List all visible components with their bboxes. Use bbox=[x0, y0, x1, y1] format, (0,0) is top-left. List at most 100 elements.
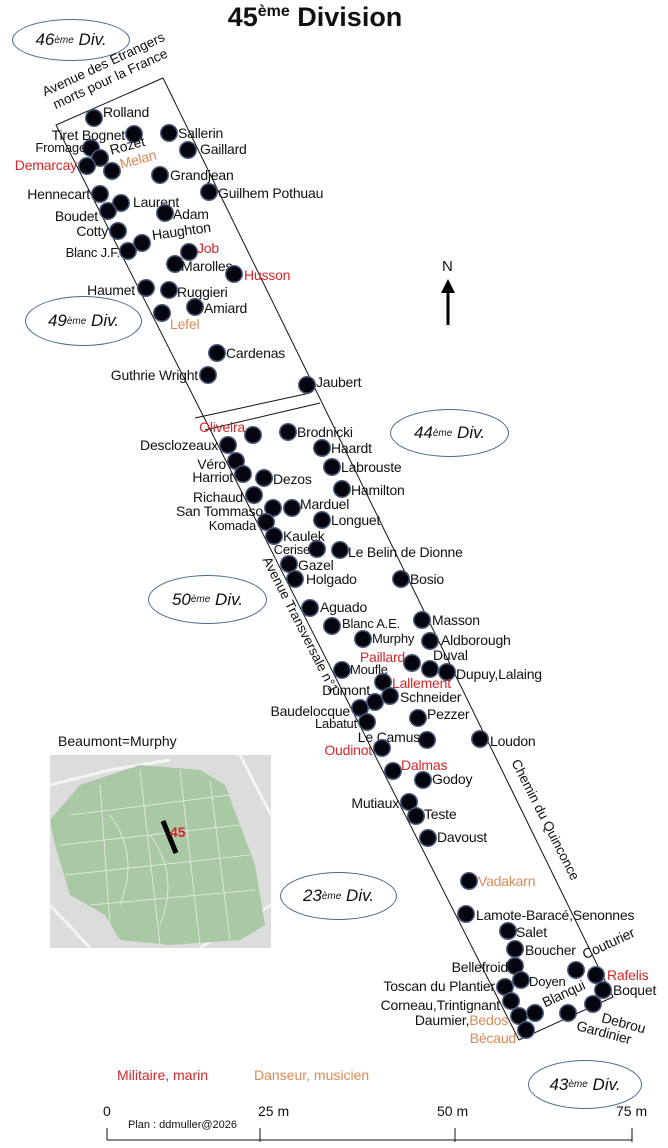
grave-marker-gazel[interactable] bbox=[281, 556, 297, 572]
grave-marker-cerise[interactable] bbox=[309, 541, 325, 557]
grave-marker-salet[interactable] bbox=[500, 923, 516, 939]
grave-marker-davoust[interactable] bbox=[420, 830, 436, 846]
grave-marker-brodnicki[interactable] bbox=[280, 424, 296, 440]
grave-marker-melan[interactable] bbox=[104, 163, 120, 179]
grave-marker-harriot[interactable] bbox=[235, 466, 251, 482]
grave-marker-dupuy-lalaing[interactable] bbox=[439, 664, 455, 680]
grave-marker-paillard[interactable] bbox=[404, 655, 420, 671]
grave-marker-san-tommaso[interactable] bbox=[265, 500, 281, 516]
grave-marker-baudelocque[interactable] bbox=[352, 700, 368, 716]
grave-marker-duval[interactable] bbox=[422, 661, 438, 677]
grave-label-desclozeaux: Desclozeaux bbox=[140, 436, 218, 454]
grave-marker-masson[interactable] bbox=[414, 612, 430, 628]
grave-marker-murphy[interactable] bbox=[355, 631, 371, 647]
grave-marker-moufle[interactable] bbox=[334, 662, 350, 678]
grave-marker-boquet[interactable] bbox=[595, 982, 611, 998]
grave-marker-husson[interactable] bbox=[226, 266, 242, 282]
grave-marker-longuet[interactable] bbox=[314, 512, 330, 528]
grave-marker-labatut[interactable] bbox=[359, 714, 375, 730]
grave-marker-guthrie-wright[interactable] bbox=[200, 367, 216, 383]
grave-marker-le-camus[interactable] bbox=[419, 732, 435, 748]
grave-marker-boudet[interactable] bbox=[100, 203, 116, 219]
grave-name: Labrouste bbox=[341, 459, 402, 475]
grave-name: Brodnicki bbox=[297, 424, 353, 440]
grave-marker-jaubert[interactable] bbox=[299, 377, 315, 393]
grave-marker-job[interactable] bbox=[181, 244, 197, 260]
grave-name: Godoy bbox=[432, 771, 473, 787]
grave-marker-tiret-bognet[interactable] bbox=[126, 126, 142, 142]
grave-marker-lamote-barace-senonnes[interactable] bbox=[458, 906, 474, 922]
grave-marker-grandjean[interactable] bbox=[152, 167, 168, 183]
grave-marker-vero[interactable] bbox=[228, 453, 244, 469]
grave-marker-bosio[interactable] bbox=[393, 571, 409, 587]
grave-marker-kaulek[interactable] bbox=[266, 528, 282, 544]
grave-marker-vadakarn[interactable] bbox=[461, 873, 477, 889]
grave-label-le-camus: Le Camus bbox=[358, 728, 420, 746]
grave-marker-marolles[interactable] bbox=[167, 256, 183, 272]
grave-label-san-tommaso: San Tommaso bbox=[176, 502, 263, 520]
grave-marker-demarcay[interactable] bbox=[79, 158, 95, 174]
grave-marker-oudinot[interactable] bbox=[374, 740, 390, 756]
grave-marker-dalmas[interactable] bbox=[385, 763, 401, 779]
grave-marker-daumier[interactable] bbox=[511, 1008, 527, 1024]
grave-marker-boucher[interactable] bbox=[507, 941, 523, 957]
grave-marker-sallerin[interactable] bbox=[161, 125, 177, 141]
grave-marker-richaud[interactable] bbox=[246, 487, 262, 503]
grave-marker-le-belin-de-dionne[interactable] bbox=[332, 542, 348, 558]
grave-marker-hamilton[interactable] bbox=[334, 481, 350, 497]
grave-marker-holgado[interactable] bbox=[287, 571, 303, 587]
grave-marker-corneau-trintignant[interactable] bbox=[503, 993, 519, 1009]
grave-marker-aldborough[interactable] bbox=[422, 633, 438, 649]
grave-label-brodnicki: Brodnicki bbox=[297, 423, 353, 441]
grave-marker-pezzer[interactable] bbox=[410, 710, 426, 726]
grave-marker-becaud[interactable] bbox=[518, 1022, 534, 1038]
grave-marker-rozet[interactable] bbox=[92, 150, 108, 166]
grave-marker-marduel[interactable] bbox=[284, 500, 300, 516]
grave-marker-desclozeaux[interactable] bbox=[220, 437, 236, 453]
grave-name: Baudelocque bbox=[270, 703, 350, 719]
grave-label-lamote-barace-senonnes: Lamote-Baracé,Senonnes bbox=[476, 906, 634, 924]
grave-marker-blanc-a-e[interactable] bbox=[324, 618, 340, 634]
grave-marker-laurent[interactable] bbox=[113, 195, 129, 211]
grave-marker-labrouste[interactable] bbox=[324, 459, 340, 475]
grave-marker-toscan-du-plantier[interactable] bbox=[497, 979, 513, 995]
grave-marker-komada[interactable] bbox=[258, 514, 274, 530]
grave-marker-doyen[interactable] bbox=[513, 972, 529, 988]
grave-marker-godoy[interactable] bbox=[415, 772, 431, 788]
grave-marker-hennecart[interactable] bbox=[92, 186, 108, 202]
grave-marker-debrou[interactable] bbox=[585, 996, 601, 1012]
grave-marker-aguado[interactable] bbox=[302, 600, 318, 616]
grave-marker-dezos[interactable] bbox=[256, 470, 272, 486]
grave-marker-gardinier[interactable] bbox=[560, 1005, 576, 1021]
grave-name: Cotty bbox=[76, 223, 108, 239]
grave-marker-dumont[interactable] bbox=[367, 694, 383, 710]
grave-marker-guilhem-pothuau[interactable] bbox=[201, 184, 217, 200]
grave-marker-haardt[interactable] bbox=[314, 440, 330, 456]
grave-marker-couturier[interactable] bbox=[568, 962, 584, 978]
grave-marker-blanqui[interactable] bbox=[527, 1005, 543, 1021]
grave-marker-teste[interactable] bbox=[408, 808, 424, 824]
grave-marker-schneider[interactable] bbox=[382, 688, 398, 704]
grave-marker-lefel[interactable] bbox=[154, 305, 170, 321]
grave-marker-oliveira[interactable] bbox=[245, 427, 261, 443]
grave-marker-rolland[interactable] bbox=[86, 110, 102, 126]
grave-marker-gaillard[interactable] bbox=[180, 142, 196, 158]
grave-marker-adam[interactable] bbox=[157, 205, 173, 221]
grave-marker-cardenas[interactable] bbox=[209, 345, 225, 361]
grave-marker-lallement[interactable] bbox=[375, 674, 391, 690]
grave-marker-ruggieri[interactable] bbox=[161, 282, 177, 298]
grave-marker-amiard[interactable] bbox=[187, 299, 203, 315]
grave-name: Marolles bbox=[181, 258, 233, 274]
grave-marker-haumet[interactable] bbox=[138, 280, 154, 296]
grave-marker-haughton[interactable] bbox=[134, 235, 150, 251]
grave-name: Bosio bbox=[410, 571, 445, 587]
grave-marker-cotty[interactable] bbox=[110, 223, 126, 239]
grave-name: Bécaud bbox=[469, 1030, 516, 1046]
grave-name: Vadakarn bbox=[478, 873, 536, 889]
grave-marker-bellefroid[interactable] bbox=[507, 958, 523, 974]
grave-marker-loudon[interactable] bbox=[472, 731, 488, 747]
grave-marker-rafelis[interactable] bbox=[588, 967, 604, 983]
grave-marker-blanc-j-f[interactable] bbox=[120, 243, 136, 259]
grave-marker-mutiaux[interactable] bbox=[401, 794, 417, 810]
